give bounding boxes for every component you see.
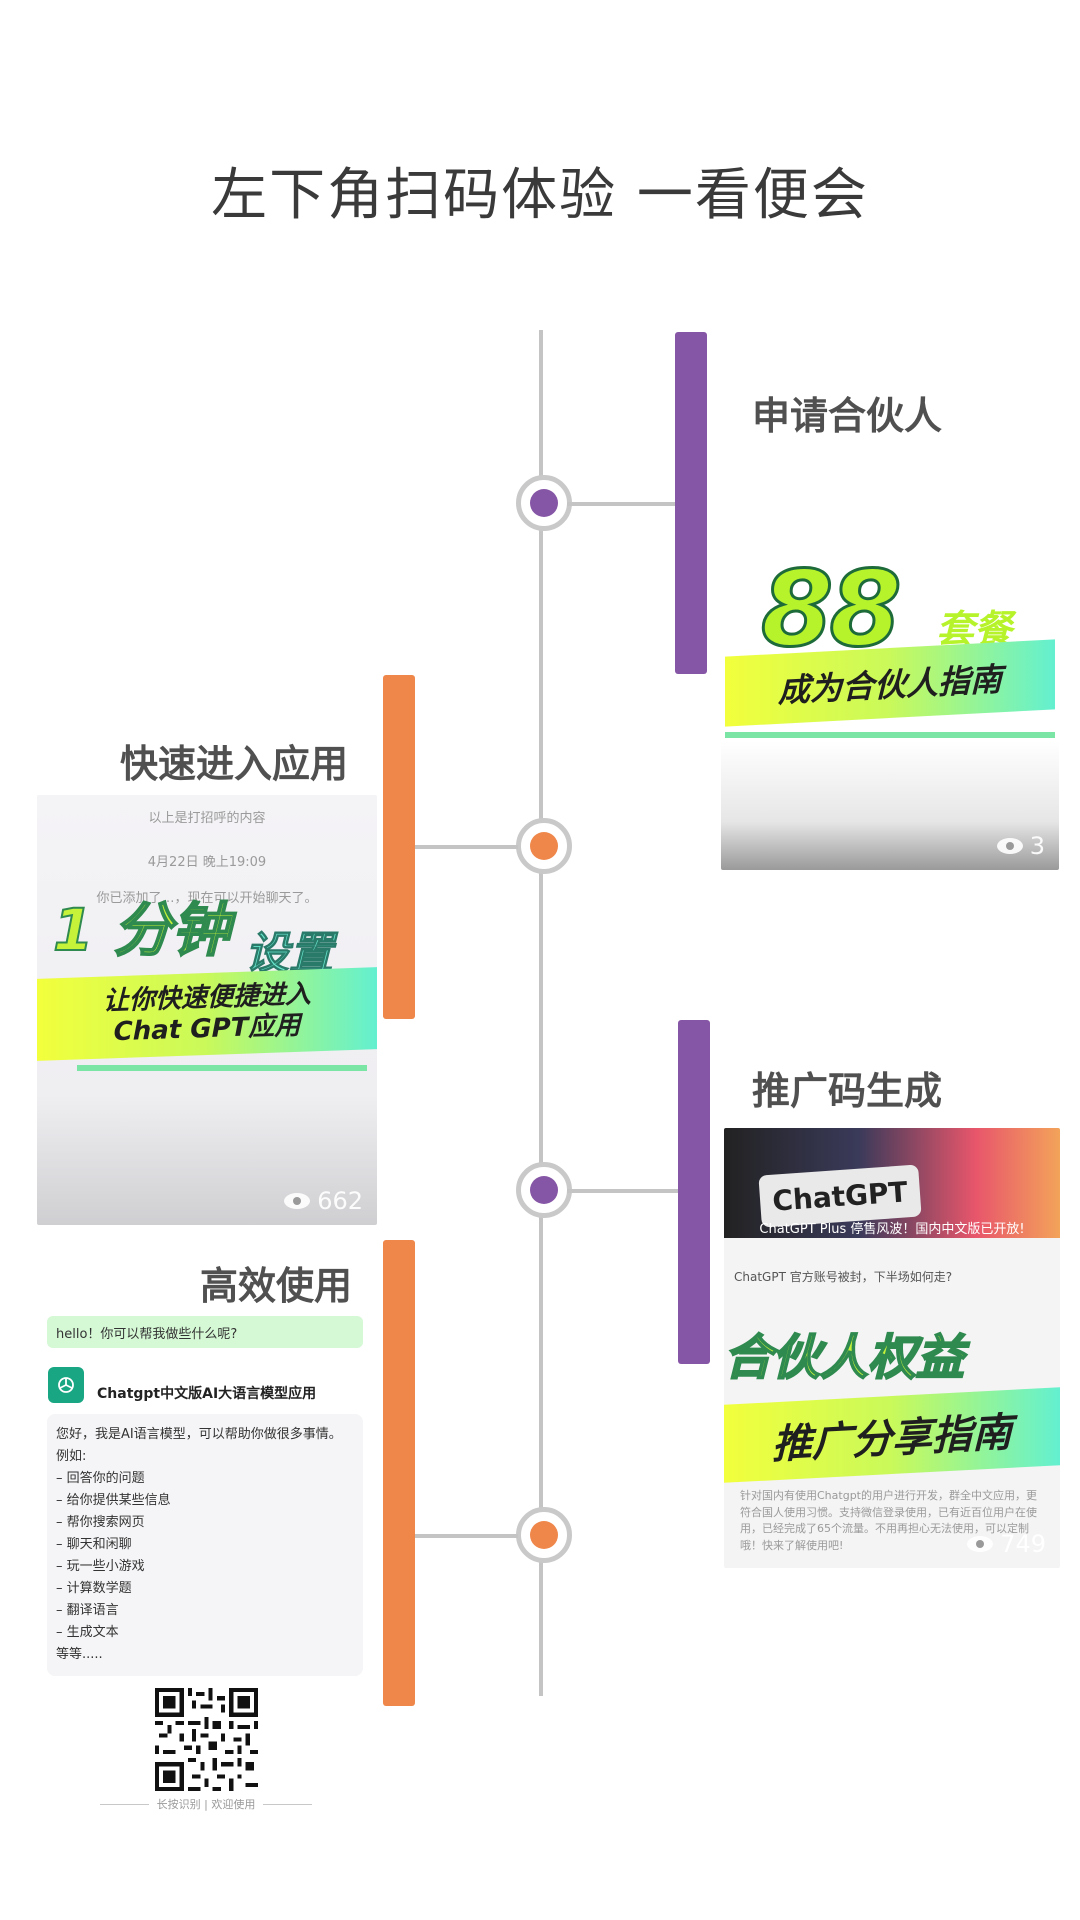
qr-caption: 长按识别 | 欢迎使用 bbox=[100, 1796, 313, 1812]
chatgpt-logo-icon bbox=[48, 1367, 84, 1403]
section-title-referral-code: 推广码生成 bbox=[752, 1069, 943, 1113]
section-bar-3 bbox=[678, 1020, 710, 1364]
answer-item: – 玩一些小游戏 bbox=[56, 1559, 145, 1574]
section-title-quick-entry: 快速进入应用 bbox=[120, 742, 349, 786]
thumb-headline: 合伙人权益 bbox=[724, 1329, 965, 1387]
answer-item: – 聊天和闲聊 bbox=[56, 1537, 132, 1552]
view-count: 662 bbox=[283, 1187, 363, 1215]
chat-app-name: Chatgpt中文版AI大语言模型应用 bbox=[97, 1386, 317, 1402]
timeline-node-2 bbox=[516, 818, 572, 874]
qr-code[interactable] bbox=[155, 1688, 258, 1791]
timeline-spine bbox=[539, 330, 543, 1696]
connector-2 bbox=[414, 845, 518, 849]
eye-icon bbox=[996, 838, 1023, 854]
chat-user-message: hello！你可以帮我做些什么呢? bbox=[47, 1316, 363, 1348]
section-bar-1 bbox=[675, 332, 707, 674]
connector-3 bbox=[567, 1189, 678, 1193]
section-title-efficient-use: 高效使用 bbox=[200, 1264, 353, 1308]
connector-1 bbox=[567, 502, 675, 506]
chat-answer-card: 您好，我是AI语言模型，可以帮助你做很多事情。 例如: – 回答你的问题 – 给… bbox=[47, 1414, 363, 1676]
thumb-headline: 1 分钟 bbox=[52, 895, 231, 965]
video-thumbnail-quick-entry[interactable]: 以上是打招呼的内容 4月22日 晚上19:09 你已添加了…，现在可以开始聊天了… bbox=[37, 795, 377, 1225]
section-bar-2 bbox=[383, 675, 415, 1019]
answer-item: – 计算数学题 bbox=[56, 1581, 132, 1596]
divider bbox=[263, 1803, 313, 1805]
page-title: 左下角扫码体验 一看便会 bbox=[211, 163, 869, 228]
answer-item: – 翻译语言 bbox=[56, 1603, 119, 1618]
timeline-node-1 bbox=[516, 475, 572, 531]
answer-item: – 生成文本 bbox=[56, 1625, 119, 1640]
view-count: 749 bbox=[966, 1530, 1046, 1558]
timeline-node-4 bbox=[516, 1507, 572, 1563]
divider bbox=[100, 1803, 149, 1805]
thumb-underline bbox=[725, 732, 1055, 738]
view-count: 3 bbox=[996, 832, 1045, 860]
answer-item: – 给你提供某些信息 bbox=[56, 1493, 171, 1508]
answer-item: – 回答你的问题 bbox=[56, 1471, 145, 1486]
timeline-node-3 bbox=[516, 1162, 572, 1218]
answer-item: – 帮你搜索网页 bbox=[56, 1515, 145, 1530]
thumb-underline bbox=[77, 1065, 367, 1071]
section-bar-4 bbox=[383, 1240, 415, 1706]
thumb-band: 推广分享指南 bbox=[724, 1387, 1060, 1483]
thumb-band: 让你快速便捷进入 Chat GPT应用 bbox=[37, 967, 377, 1061]
section-title-partner: 申请合伙人 bbox=[752, 394, 943, 438]
video-thumbnail-partner[interactable]: 88 套餐 成为合伙人指南 3 bbox=[721, 548, 1059, 870]
connector-4 bbox=[414, 1534, 518, 1538]
eye-icon bbox=[284, 1193, 311, 1209]
video-thumbnail-referral[interactable]: ChatGPT ChatGPT Plus 停售风波！国内中文版已开放! Chat… bbox=[724, 1128, 1060, 1568]
eye-icon bbox=[967, 1536, 994, 1552]
